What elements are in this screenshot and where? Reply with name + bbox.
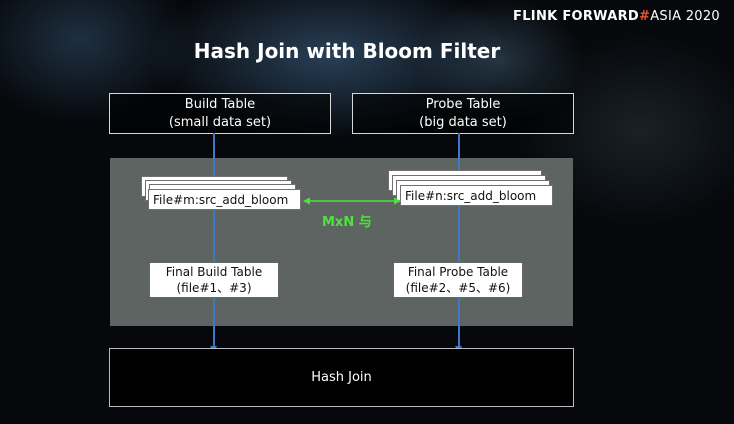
- final-probe-table-box: Final Probe Table (file#2、#5、#6): [393, 262, 523, 298]
- brand-logo: FLINK FORWARD#ASIA 2020: [513, 9, 720, 24]
- brand-hash: #: [639, 9, 651, 24]
- slide-title: Hash Join with Bloom Filter: [193, 39, 501, 63]
- hash-join-box: Hash Join: [109, 348, 574, 407]
- final-probe-table-files: (file#2、#5、#6): [405, 281, 511, 295]
- probe-table-sub: (big data set): [419, 114, 507, 130]
- final-build-table-label: Final Build Table: [165, 265, 263, 279]
- bloom-link-arrow-right: [394, 197, 401, 205]
- brand-text-flink: FLINK FORWARD: [513, 9, 639, 24]
- bloom-link-label: MxN 与: [322, 215, 372, 230]
- brand-text-asia: ASIA 2020: [650, 9, 720, 24]
- final-build-table-files: (file#1、#3): [176, 281, 252, 295]
- build-file-card: File#m:src_add_bloom: [148, 189, 301, 210]
- probe-file-card: File#n:src_add_bloom: [400, 185, 553, 206]
- build-connector-line: [213, 133, 215, 348]
- build-table-box: Build Table (small data set): [109, 93, 331, 134]
- probe-table-label: Probe Table: [425, 96, 501, 112]
- probe-table-box: Probe Table (big data set): [352, 93, 574, 134]
- build-table-label: Build Table: [184, 96, 256, 112]
- final-probe-table-label: Final Probe Table: [407, 265, 509, 279]
- final-build-table-box: Final Build Table (file#1、#3): [149, 262, 279, 298]
- bloom-link-arrow-left: [303, 197, 310, 205]
- probe-connector-line: [458, 133, 460, 348]
- build-table-sub: (small data set): [168, 114, 272, 130]
